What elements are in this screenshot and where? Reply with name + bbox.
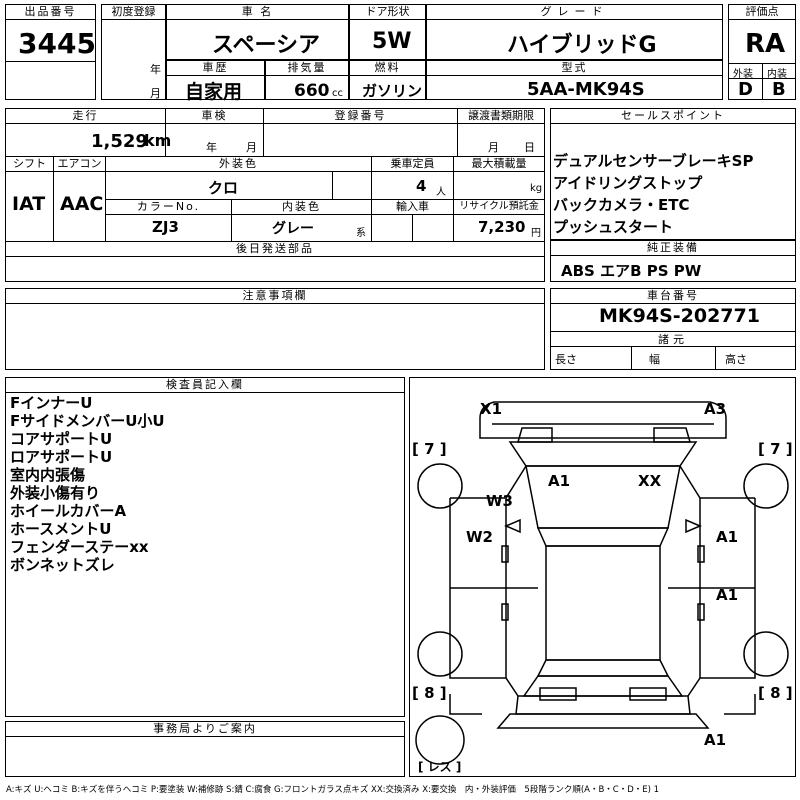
fuel-box: 燃料 ガソリン [349,60,426,100]
air-conditioner: AAC [60,193,104,215]
car-name-box: 車 名 スペーシア [166,4,349,60]
exterior-score: D [738,79,753,100]
equipment-box: 純正装備 ABS エアB PS PW [550,240,796,282]
shift: IAT [12,193,46,215]
inspector-note: フェンダーステーxx [10,538,149,556]
lot-label: 出品番号 [6,5,95,20]
score: RA [745,29,786,59]
exterior-color: クロ [208,179,239,197]
damage-mark: A1 [704,731,727,749]
displacement-box: 排気量 660 cc [265,60,349,101]
inspector-note: ボンネットズレ [10,556,115,574]
interior-score: B [772,79,786,100]
equipment: ABS エアB PS PW [561,262,702,280]
capacity: 4 [416,177,427,195]
car-name-label: 車 名 [167,5,348,20]
first-reg-label: 初度登録 [102,5,165,20]
damage-mark: X1 [480,400,503,418]
sales-points-box: セールスポイント デュアルセンサーブレーキSP アイドリングストップ バックカメ… [550,108,796,240]
history: 自家用 [185,81,243,103]
damage-mark: A1 [716,528,739,546]
damage-diagram: X1 A3 A1 XX W3 W2 A1 A1 A1 [ 7 ] [ 7 ] [… [409,377,796,777]
inspector-note: 室内内張傷 [10,466,86,484]
damage-mark: W3 [486,492,513,510]
chassis-number: MK94S-202771 [599,305,760,327]
displacement: 660 [294,81,330,101]
inspector-note: ホースメントU [10,520,112,538]
damage-mark: A3 [704,400,727,418]
inspector-note: ホイールカバーA [10,502,127,520]
tire-depth: [ 7 ] [758,440,793,458]
door-box: ドア形状 5W [349,4,426,60]
spare-tire: [ レス ] [418,760,462,774]
damage-mark: W2 [466,528,493,546]
door-label: ドア形状 [350,5,425,20]
sales-point: プッシュスタート [553,218,674,236]
legend: A:キズ U:ヘコミ B:キズを伴うヘコミ P:要塗装 W:補修跡 S:錆 C:… [6,785,660,795]
lot-number: 3445 [18,27,96,60]
damage-mark: A1 [548,472,571,490]
car-outline [415,401,789,765]
score-label: 評価点 [729,5,795,20]
tire-depth: [ 7 ] [412,440,447,458]
interior-color: グレー [272,221,314,237]
chassis-box: 車台番号 MK94S-202771 諸元 長さ 幅 高さ [550,288,796,370]
sales-point: デュアルセンサーブレーキSP [553,152,754,170]
score-box: 評価点 RA 外装 内装 D B [728,4,796,100]
inspector-box: 検査員記入欄 FインナーU FサイドメンバーU小U コアサポートU ロアサポート… [5,377,405,717]
inspector-note: コアサポートU [10,430,113,448]
inspector-note: 外装小傷有り [10,484,101,502]
damage-mark: XX [638,472,662,490]
model: 5AA-MK94S [527,79,645,100]
grade: ハイブリッドG [507,33,657,58]
inspector-note: ロアサポートU [10,448,113,466]
office-box: 事務局よりご案内 [5,721,405,777]
car-name: スペーシア [212,33,321,58]
vehicle-info-box: 走行 1,529 km 車検 年 月 登録番号 譲渡書類期限 月 日 シフト I… [5,108,545,282]
sales-point: アイドリングストップ [553,174,703,192]
inspector-note: FインナーU [10,394,93,412]
sales-point: バックカメラ・ETC [553,196,690,214]
damage-mark: A1 [716,586,739,604]
grade-label: グレード [427,5,722,20]
tire-depth: [ 8 ] [758,684,793,702]
lot-box: 出品番号 3445 [5,4,96,100]
inspector-note: FサイドメンバーU小U [10,412,165,430]
model-box: 型式 5AA-MK94S [426,60,723,100]
fuel: ガソリン [362,82,423,100]
first-reg-box: 初度登録 年 月 [101,4,166,100]
color-number: ZJ3 [152,218,179,236]
notes-box: 注意事項欄 [5,288,545,370]
history-box: 車歴 自家用 [166,60,265,103]
door-type: 5W [372,29,412,54]
mileage: 1,529 [91,131,148,152]
tire-depth: [ 8 ] [412,684,447,702]
recycle-fee: 7,230 [478,218,526,236]
grade-box: グレード ハイブリッドG [426,4,723,60]
